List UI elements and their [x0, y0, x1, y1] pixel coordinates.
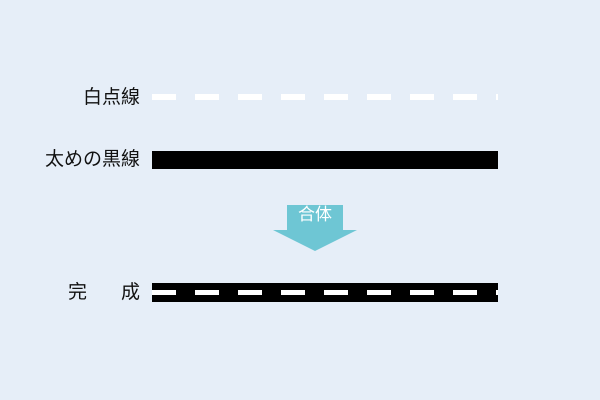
thick-black-line-label: 太めの黒線	[44, 148, 140, 170]
thick-black-line	[152, 151, 498, 169]
white-dotted-line-label: 白点線	[82, 86, 140, 108]
result-line	[152, 283, 498, 302]
white-dotted-line	[152, 94, 498, 100]
merge-arrow-label: 合体	[298, 205, 332, 225]
merge-arrow-shape	[273, 205, 357, 251]
result-line-label: 完 成	[67, 281, 154, 303]
merge-arrow-icon	[273, 205, 357, 251]
result-line-white-dashes	[152, 290, 498, 295]
